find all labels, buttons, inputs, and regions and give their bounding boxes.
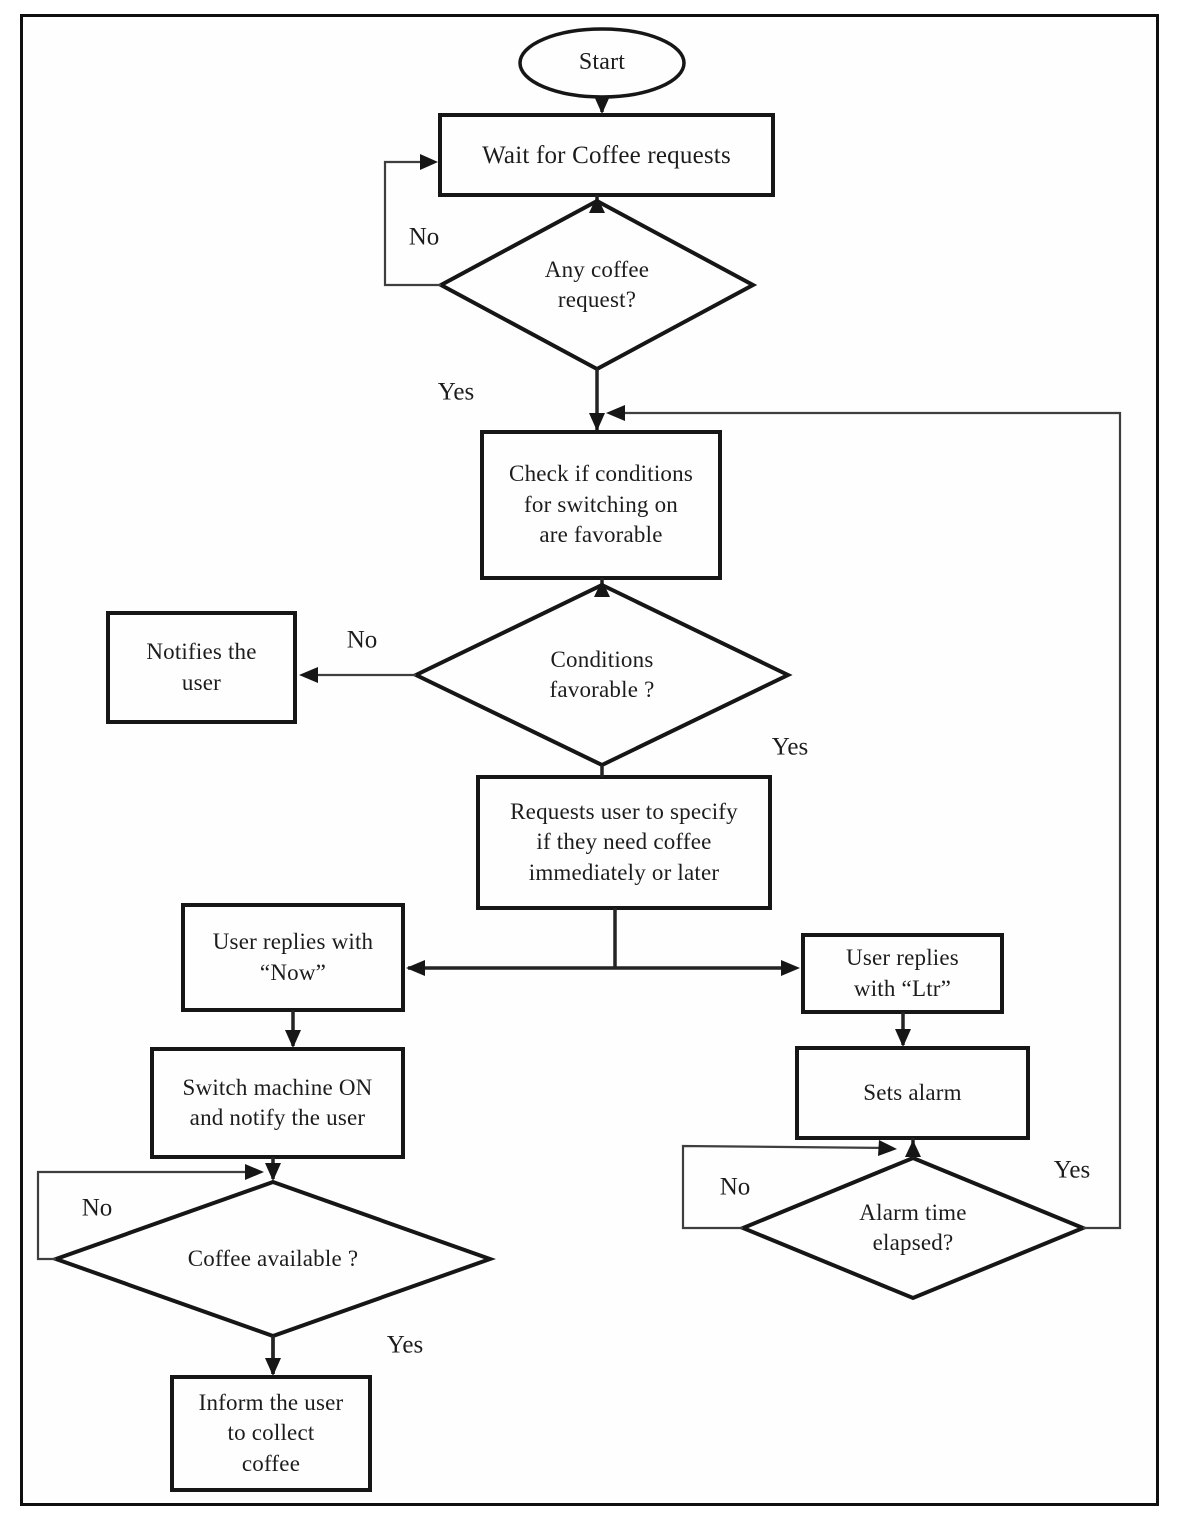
flowchart-node-alarm-time-elapsed: Alarm time elapsed? — [859, 1199, 967, 1255]
wait-box-shape — [438, 113, 775, 197]
flowchart-node-start: Start — [578, 49, 626, 76]
flowchart-node-requests-user-specify: Requests user to specify if they need co… — [510, 798, 738, 885]
notifies-box-shape — [106, 611, 297, 724]
edge-label-conditions-yes: Yes — [771, 733, 809, 761]
flowchart-node-notifies-user: Notifies the user — [146, 639, 257, 695]
edge-label-alarm-yes: Yes — [1053, 1156, 1091, 1184]
edge-label-any-request-no: No — [408, 223, 440, 251]
flowchart-node-user-replies-ltr: User replies with “Ltr” — [846, 945, 959, 1001]
flowchart-node-wait-for-requests: Wait for Coffee requests — [482, 141, 731, 169]
edge-label-coffee-yes: Yes — [386, 1331, 424, 1359]
edge-label-any-request-yes: Yes — [437, 378, 475, 406]
requests-box-shape — [476, 775, 772, 910]
flowchart-node-any-coffee-request: Any coffee request? — [544, 256, 650, 312]
flowchart-node-conditions-favorable: Conditions favorable ? — [549, 646, 655, 702]
alarm-elapsed-diamond-shape — [737, 1155, 1089, 1301]
loop-connectors — [36, 160, 1122, 1261]
flowchart-node-switch-machine-on: Switch machine ON and notify the user — [182, 1074, 373, 1130]
flowchart-node-user-replies-now: User replies with “Now” — [212, 929, 374, 985]
inform-box-shape — [170, 1375, 372, 1492]
edge-label-conditions-no: No — [346, 626, 378, 654]
flowchart-node-inform-user-collect: Inform the user to collect coffee — [198, 1389, 344, 1476]
switch-on-box-shape — [150, 1047, 405, 1159]
edge-label-alarm-no: No — [719, 1173, 751, 1201]
arrowheads — [245, 96, 921, 1376]
flowchart-node-coffee-available: Coffee available ? — [187, 1245, 359, 1271]
flowchart-node-sets-alarm: Sets alarm — [863, 1079, 962, 1105]
flowchart-node-check-conditions: Check if conditions for switching on are… — [509, 461, 693, 548]
edge-label-coffee-no: No — [81, 1194, 113, 1222]
